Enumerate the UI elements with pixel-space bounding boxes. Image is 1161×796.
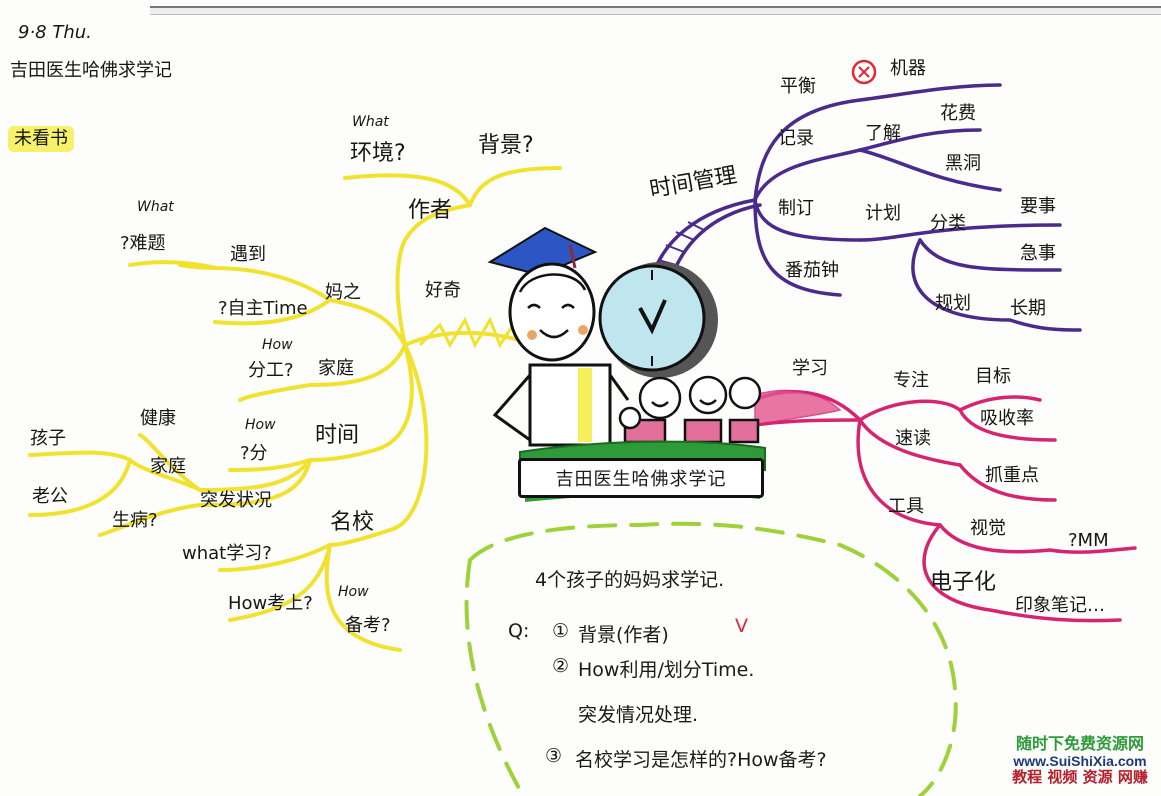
node-top-school: 名校 [330,510,375,535]
node-long-term: 长期 [1010,298,1046,319]
notes-item-3-num: ③ [545,745,563,767]
watermark-line-1: 随时下免费资源网 [1015,734,1144,753]
node-speed-read: 速读 [895,428,931,449]
status-tag-highlight: 未看书 [8,126,74,152]
node-digital: 电子化 [930,570,997,595]
notes-item-2-num: ② [552,655,570,677]
node-evernote: 印象笔记… [1015,595,1105,616]
node-set-plan: 制订 [778,198,814,219]
node-planning: 规划 [935,293,971,314]
node-spending: 花费 [940,103,976,124]
node-difficulty: ?难题 [120,233,166,254]
node-emergency: 突发状况 [200,490,272,511]
node-important: 要事 [1020,196,1056,217]
notes-item-2b: 突发情况处理. [578,704,699,726]
graduate-cap-icon [487,226,598,277]
node-pomodoro: 番茄钟 [785,260,839,281]
node-time: 时间 [315,423,360,448]
node-environment: 环境? [350,141,406,166]
children-faces-icon [618,375,762,444]
node-background: 背景? [478,133,534,158]
node-urgent: 急事 [1020,243,1056,264]
notes-item-3: 名校学习是怎样的?How备考? [575,749,827,771]
node-what-study: what学习? [182,543,272,564]
node-how-admit: How考上? [228,593,313,614]
node-mom: 妈之 [325,282,361,303]
node-author: 作者 [408,198,453,223]
watermark-line-3: 教程 视频 资源 网赚 [1012,768,1148,787]
node-absorption: 吸收率 [980,408,1034,429]
watermark: 随时下免费资源网 www.SuiShiXia.com 教程 视频 资源 网赚 [1000,734,1160,787]
notebook-binding-edge [150,6,1161,15]
node-plan: 计划 [865,203,901,224]
node-how-prefix: How [262,337,293,353]
node-machine: 机器 [890,58,926,79]
node-blackhole: 黑洞 [945,153,981,174]
node-encounter: 遇到 [230,244,266,265]
node-family-2: 家庭 [150,456,186,477]
node-balance: 平衡 [780,76,816,97]
node-categorize: 分类 [930,213,966,234]
node-how-prefix-3: How [338,584,369,600]
student-face-icon [492,262,630,447]
red-cross-mark-icon [851,59,877,85]
notes-item-1-num: ① [552,620,570,642]
center-title-banner: 吉田医生哈佛求学记 [518,458,764,498]
clock-icon [598,262,718,378]
node-family: 家庭 [318,358,354,379]
notes-heading: 4个孩子的妈妈求学记. [535,569,725,591]
node-focus: 专注 [893,370,929,391]
node-split: ?分 [240,443,268,464]
notes-item-2: How利用/划分Time. [578,659,755,681]
check-mark-icon: V [735,615,748,637]
node-tools: 工具 [888,496,924,517]
node-division: 分工? [248,360,294,381]
node-goal: 目标 [975,366,1011,387]
notes-q-prefix: Q: [508,620,530,642]
notes-item-1: 背景(作者) [578,624,669,646]
node-key-points: 抓重点 [985,465,1039,486]
node-how-prefix-2: How [245,417,276,433]
node-record: 记录 [778,128,814,149]
node-understand: 了解 [865,123,901,144]
node-children: 孩子 [30,428,66,449]
node-own-time: ?自主Time [218,298,308,319]
node-husband: 老公 [32,486,68,507]
page-title: 吉田医生哈佛求学记 [10,60,172,81]
node-sick: 生病? [112,510,158,531]
node-curious: 好奇 [425,280,461,301]
node-health: 健康 [140,408,176,429]
node-visual: 视觉 [970,518,1006,539]
date-label: 9·8 Thu. [18,22,92,43]
node-what-prefix-2: What [137,199,174,215]
node-study: 学习 [792,358,828,379]
node-mindmap: ?MM [1068,530,1109,551]
watermark-line-2: www.SuiShiXia.com [1013,753,1147,770]
node-what-prefix: What [352,114,389,130]
node-prepare-exam: 备考? [345,615,391,636]
